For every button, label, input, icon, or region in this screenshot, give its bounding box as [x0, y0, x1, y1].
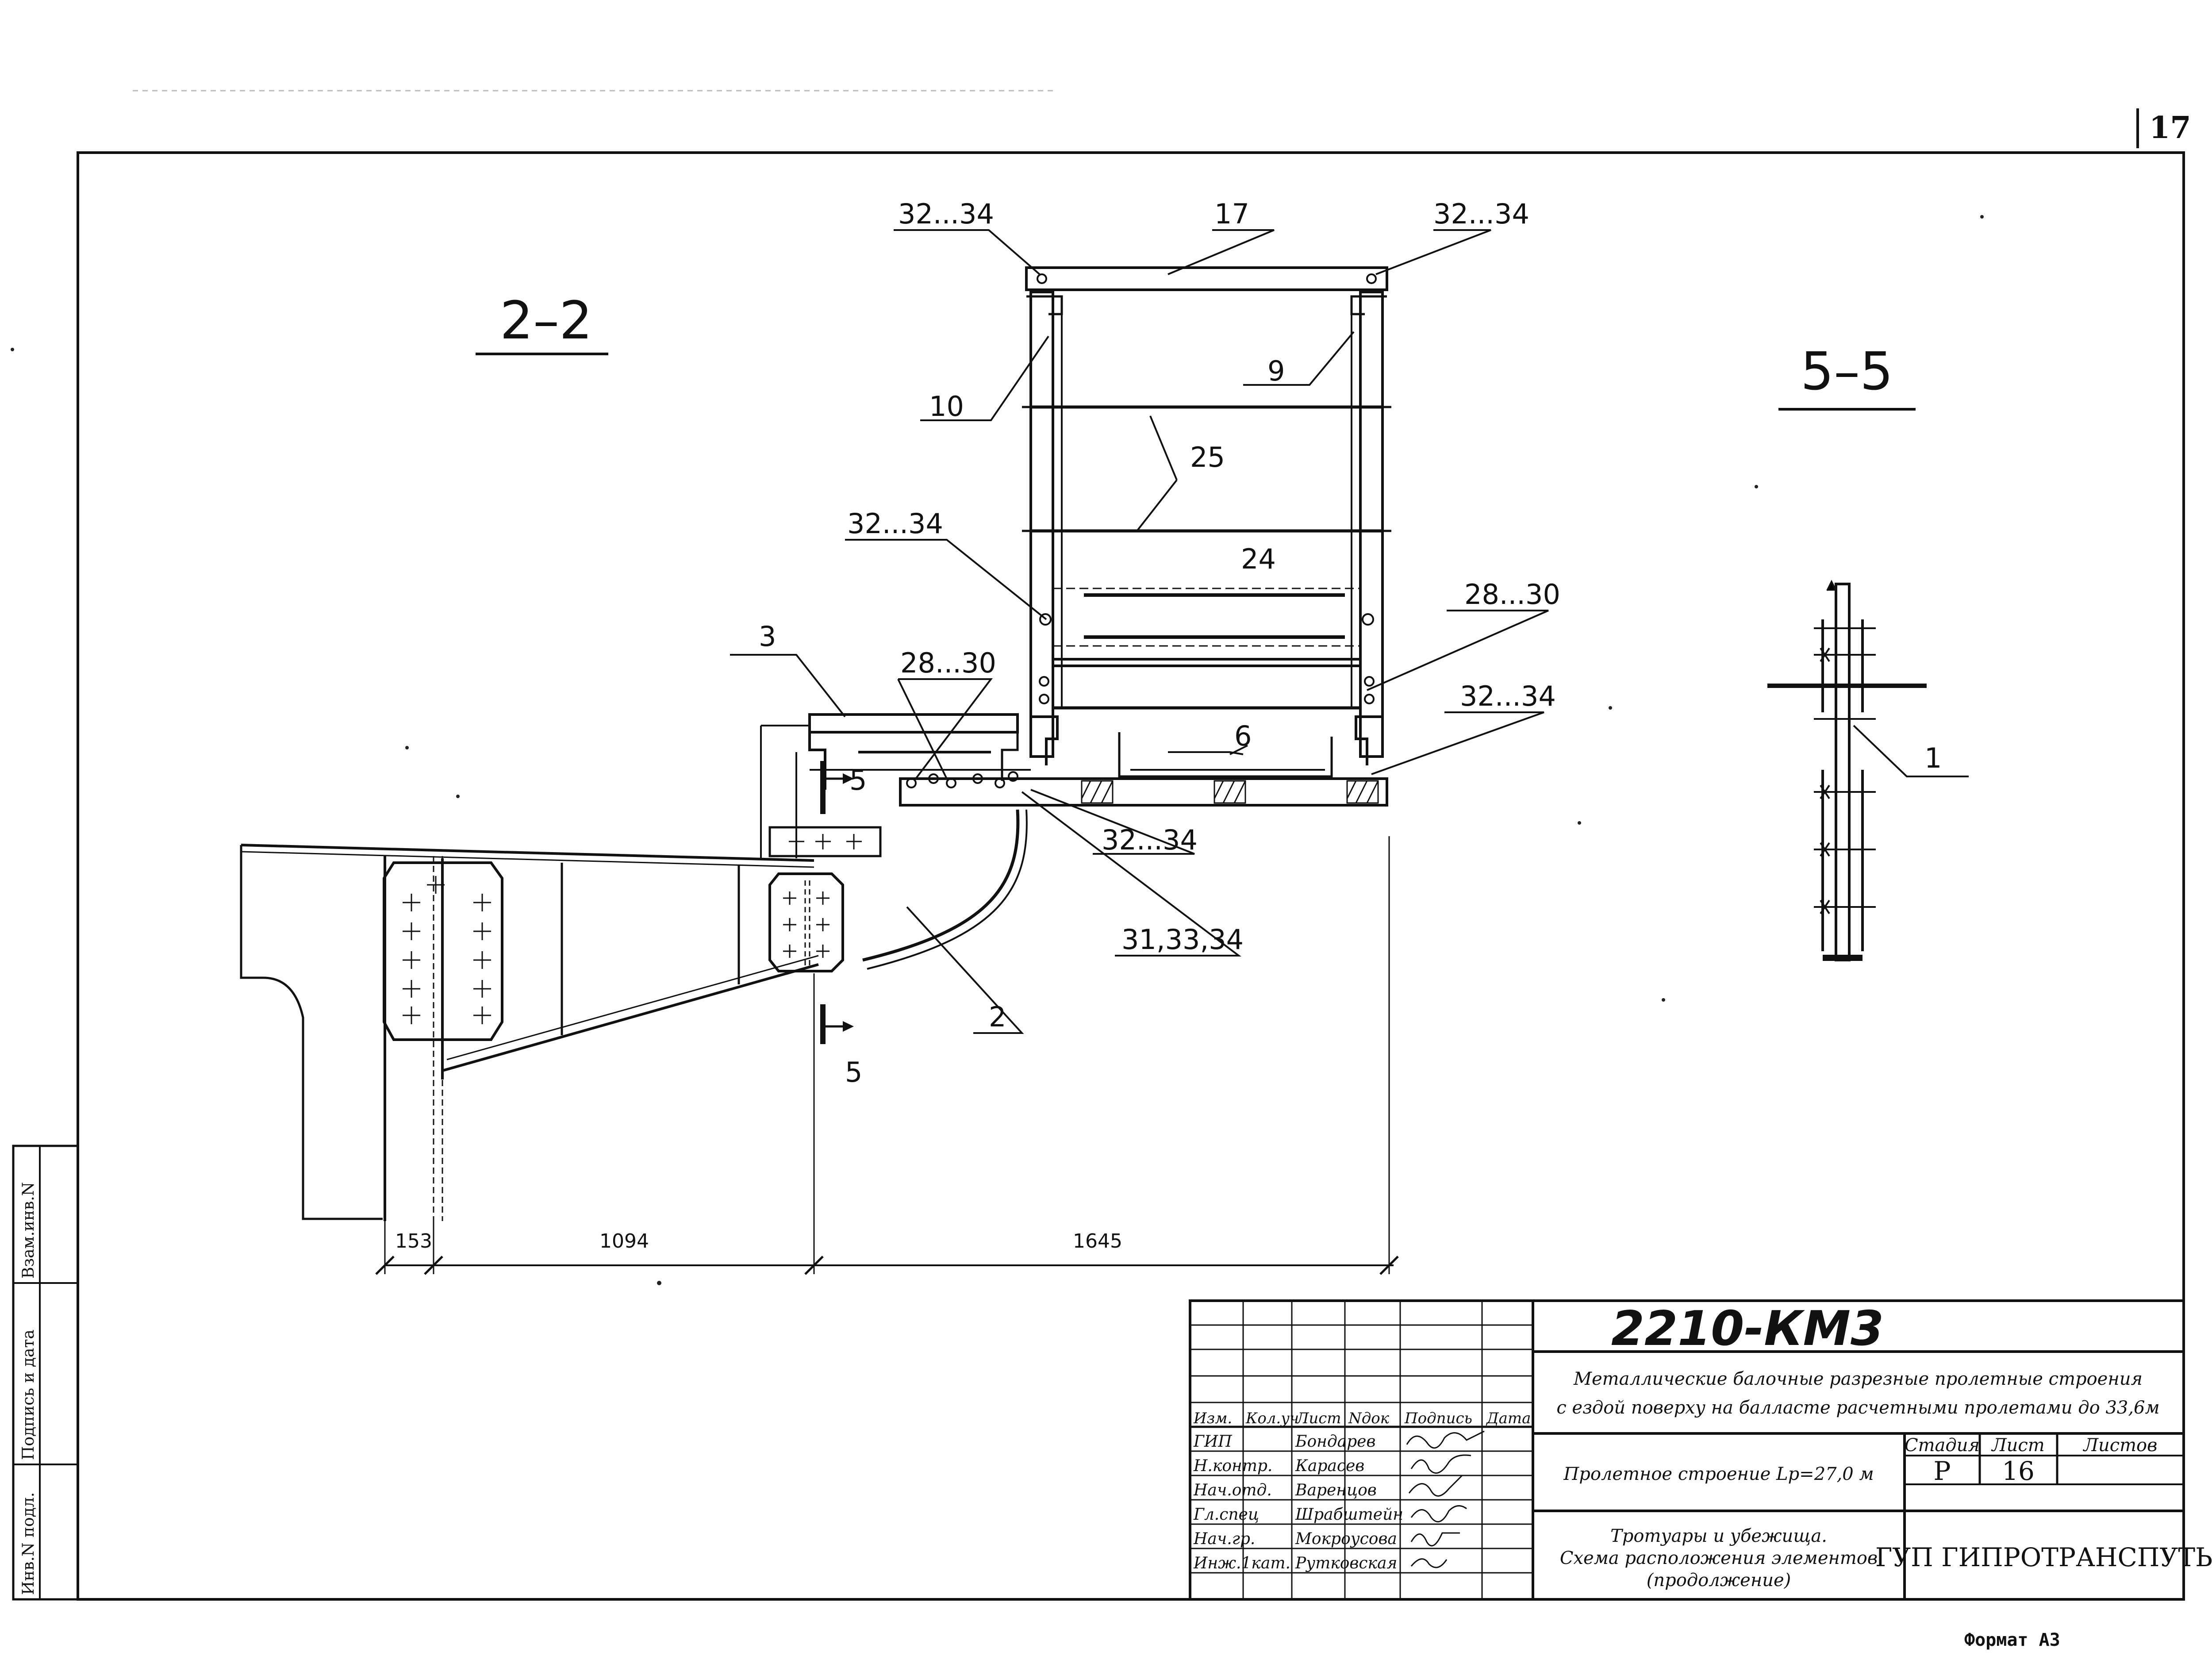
hdr-podpis: Подпись: [1404, 1410, 1472, 1427]
doc-code: 2210-КМ3: [1611, 1301, 1884, 1356]
staff-name-0: Бондарев: [1295, 1433, 1375, 1451]
staff-role-2: Нач.отд.: [1193, 1481, 1272, 1499]
section-5-5-bolts: [1814, 580, 1876, 914]
callout-28-30-left: 28...30: [900, 647, 996, 679]
callout-3: 3: [759, 620, 776, 653]
callout-10: 10: [929, 390, 964, 423]
sleeper-hatch: [1081, 780, 1379, 804]
main-girder: [240, 844, 819, 1221]
callout-9: 9: [1267, 355, 1285, 387]
gusset-plate-left: [383, 861, 503, 1041]
hdr-data: Дата: [1486, 1410, 1531, 1427]
console-2-curve: [862, 809, 1020, 962]
dim-1094: 1094: [599, 1230, 649, 1252]
bolt-row-28-30: [906, 771, 1018, 788]
gusset-plate-right: [768, 872, 844, 972]
staff-name-5: Рутковская: [1295, 1554, 1397, 1572]
callout-25: 25: [1190, 441, 1225, 473]
staff-role-3: Гл.спец: [1193, 1506, 1259, 1524]
staff-role-0: ГИП: [1193, 1433, 1232, 1451]
cap-plate-17: [1025, 266, 1388, 291]
section-2-2-title: 2–2: [500, 290, 592, 351]
callout-24: 24: [1241, 543, 1276, 575]
format-label: Формат A3: [1964, 1630, 2060, 1650]
sheet-title-line-1: Тротуары и убежища.: [1610, 1526, 1827, 1546]
callout-32-34-mid: 32...34: [847, 507, 943, 540]
element-1-web: [1835, 583, 1851, 961]
stage-value: Р: [1933, 1456, 1951, 1486]
dimension-line: 153 1094 1645: [375, 836, 1399, 1275]
staff-name-1: Карасев: [1295, 1457, 1364, 1475]
post-left-10: [1026, 291, 1063, 758]
leader-lines: [730, 229, 1549, 1034]
cut-label-bottom: 5: [845, 1056, 862, 1088]
callout-32-34-low: 32...34: [1102, 824, 1198, 856]
scan-specks: [11, 215, 1984, 1285]
cut-label-top: 5: [849, 764, 867, 796]
title-block: Изм. Кол.уч Лист Nдок Подпись Дата ГИП Б…: [1189, 1299, 2212, 1601]
callout-28-30-right: 28...30: [1464, 578, 1560, 611]
hdr-list-2: Лист: [1991, 1435, 2044, 1456]
hdr-stadia: Стадия: [1905, 1435, 1980, 1456]
staff-name-4: Мокроусова: [1295, 1530, 1397, 1548]
hdr-kol-uch: Кол.уч: [1245, 1410, 1299, 1427]
hdr-izm: Изм.: [1193, 1410, 1232, 1427]
object-name: Пролетное строение Lp=27,0 м: [1563, 1464, 1874, 1484]
stamp-vzam-inv: Взам.инв.N: [19, 1182, 38, 1279]
dim-1645: 1645: [1073, 1230, 1122, 1252]
callout-1: 1: [1924, 742, 1942, 774]
section-5-5-title: 5–5: [1801, 341, 1893, 402]
organization: ГУП ГИПРОТРАНСПУТЬ: [1875, 1542, 2212, 1572]
callout-6: 6: [1234, 720, 1252, 752]
callout-32-34-top-left: 32...34: [898, 198, 994, 230]
sheet-title-line-3: (продолжение): [1647, 1570, 1791, 1590]
post-right-9: [1350, 291, 1387, 758]
connection-plate: [768, 826, 882, 857]
gusset-bolts-right: [783, 880, 830, 969]
staff-role-4: Нач.гр.: [1193, 1530, 1255, 1548]
hdr-listov: Листов: [2083, 1435, 2158, 1456]
callout-17: 17: [1214, 198, 1249, 230]
callout-32-34-top-right: 32...34: [1433, 198, 1529, 230]
bolt-mark: [1037, 273, 1047, 284]
bolt-mark: [1366, 273, 1377, 284]
callout-32-34-right: 32...34: [1460, 680, 1556, 712]
deck-plank: [899, 777, 1388, 807]
section-2-2: 2–2: [240, 198, 1560, 1275]
description-line-1: Металлические балочные разрезные пролетн…: [1573, 1369, 2143, 1389]
staff-name-3: Шрабштейн: [1295, 1506, 1403, 1524]
gusset-bolts-left: [403, 876, 491, 1024]
description-line-2: с ездой поверху на балласте расчетными п…: [1556, 1398, 2159, 1418]
staff-role-1: Н.контр.: [1193, 1457, 1272, 1475]
side-stamp: Инв.N подл. Подпись и дата Взам.инв.N: [12, 1145, 79, 1601]
callout-31-33-34: 31,33,34: [1121, 923, 1244, 956]
drawing-frame: [77, 151, 2185, 1601]
stamp-inv-podl: Инв.N подл.: [19, 1492, 38, 1595]
sheet-title-line-2: Схема расположения элементов: [1560, 1548, 1878, 1568]
staff-role-5: Инж.1кат.: [1193, 1554, 1290, 1572]
leader-1: [1853, 725, 1969, 777]
signature-scribbles: [1406, 1430, 1485, 1568]
page-number: 17: [2149, 110, 2191, 146]
dim-153: 153: [395, 1230, 432, 1252]
stamp-podpis-data: Подпись и дата: [19, 1329, 38, 1460]
staff-name-2: Варенцов: [1295, 1481, 1377, 1499]
hdr-ndok: Nдок: [1348, 1410, 1390, 1427]
sheet-value: 16: [2002, 1456, 2035, 1486]
hdr-list: Лист: [1295, 1410, 1341, 1427]
section-5-5: 5–5 1: [1767, 341, 1969, 961]
callout-2: 2: [989, 1001, 1006, 1033]
